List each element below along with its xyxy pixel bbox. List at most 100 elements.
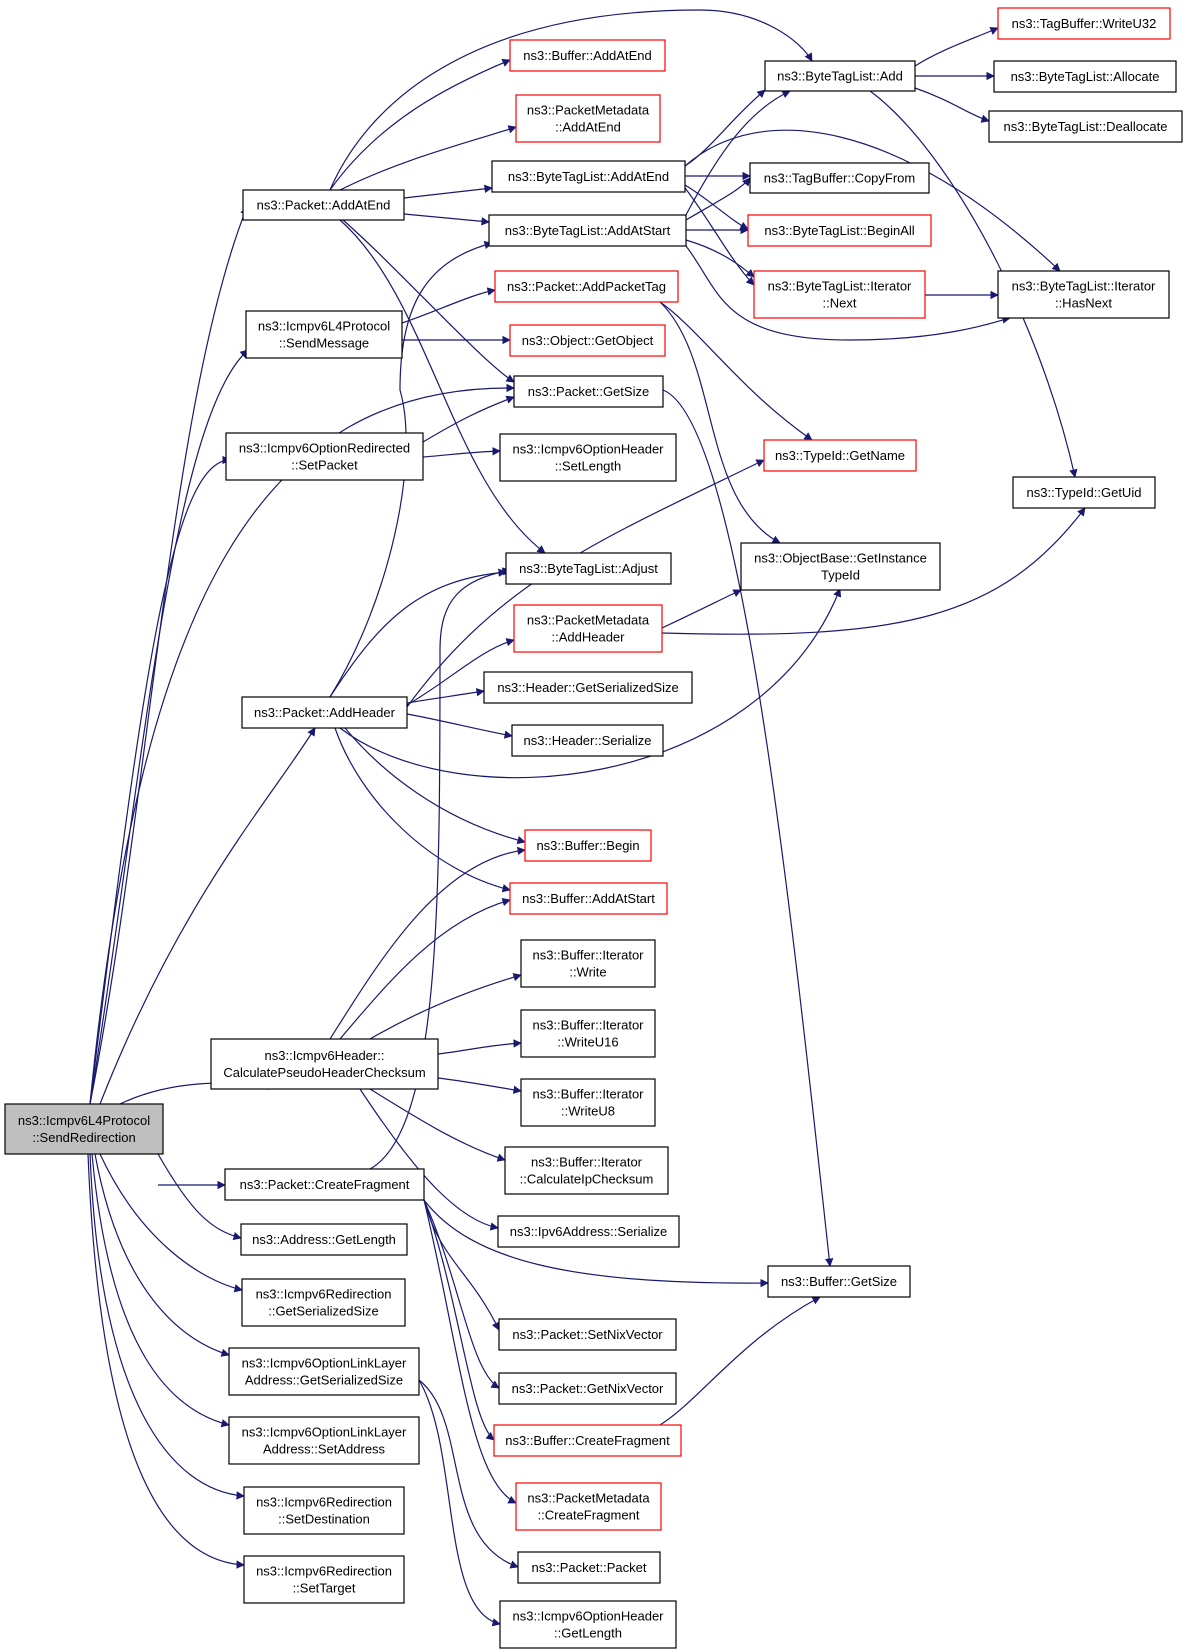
node-pkt_setnix[interactable]: ns3::Packet::SetNixVector — [498, 1318, 677, 1351]
node-buf_addatend[interactable]: ns3::Buffer::AddAtEnd — [509, 39, 666, 72]
node-pm_addatend[interactable]: ns3::PacketMetadata::AddAtEnd — [515, 94, 661, 143]
node-box — [499, 433, 677, 482]
node-redir_getserialized[interactable]: ns3::Icmpv6Redirection::GetSerializedSiz… — [241, 1278, 406, 1327]
node-root[interactable]: ns3::Icmpv6L4Protocol::SendRedirection — [4, 1103, 164, 1155]
node-box — [241, 1278, 406, 1327]
call-edge-to-optll_getserialized — [94, 1153, 230, 1357]
call-edge-to-pkt_getsize — [89, 383, 515, 1105]
node-bi_calcip[interactable]: ns3::Buffer::Iterator::CalculateIpChecks… — [504, 1146, 669, 1195]
node-label: ns3::Icmpv6OptionLinkLayer — [242, 1425, 407, 1440]
node-label: ns3::Packet::CreateFragment — [240, 1177, 410, 1192]
node-box — [520, 1009, 656, 1058]
call-edge-to-pkt_getsize — [422, 395, 515, 443]
node-tb_writeu32[interactable]: ns3::TagBuffer::WriteU32 — [997, 7, 1171, 40]
node-label: ::Next — [823, 296, 857, 311]
node-opthdr_setlength[interactable]: ns3::Icmpv6OptionHeader::SetLength — [499, 433, 677, 482]
node-pkt_addatend[interactable]: ns3::Packet::AddAtEnd — [242, 189, 405, 221]
node-obj_getobject[interactable]: ns3::Object::GetObject — [509, 324, 666, 357]
node-label: ns3::Packet::GetNixVector — [512, 1381, 664, 1396]
node-box — [764, 60, 916, 92]
node-pm_createfragment[interactable]: ns3::PacketMetadata::CreateFragment — [515, 1482, 662, 1531]
node-redir_setdest[interactable]: ns3::Icmpv6Redirection::SetDestination — [243, 1486, 405, 1535]
node-opthdr_getlength[interactable]: ns3::Icmpv6OptionHeader::GetLength — [499, 1600, 677, 1649]
node-hdr_calcpseudo[interactable]: ns3::Icmpv6Header::CalculatePseudoHeader… — [210, 1038, 439, 1090]
node-optll_getserialized[interactable]: ns3::Icmpv6OptionLinkLayerAddress::GetSe… — [228, 1347, 420, 1396]
node-btli_next[interactable]: ns3::ByteTagList::Iterator::Next — [753, 270, 926, 319]
node-label: ::SetPacket — [291, 458, 358, 473]
node-pm_addheader[interactable]: ns3::PacketMetadata::AddHeader — [513, 604, 663, 653]
node-pkt_getnix[interactable]: ns3::Packet::GetNixVector — [498, 1372, 677, 1405]
node-box — [491, 160, 686, 193]
node-btl_add[interactable]: ns3::ByteTagList::Add — [764, 60, 916, 92]
node-label: TypeId — [821, 568, 860, 583]
node-box — [997, 270, 1170, 319]
node-bi_writeu8[interactable]: ns3::Buffer::Iterator::WriteU8 — [520, 1078, 656, 1127]
node-box — [483, 671, 693, 704]
node-btl_deallocate[interactable]: ns3::ByteTagList::Deallocate — [988, 110, 1183, 143]
node-label: ns3::Buffer::Iterator — [531, 1155, 643, 1170]
node-box — [245, 310, 403, 359]
node-btl_addatend[interactable]: ns3::ByteTagList::AddAtEnd — [491, 160, 686, 193]
node-pkt_addpackettag[interactable]: ns3::Packet::AddPacketTag — [494, 270, 679, 303]
node-bi_writeu16[interactable]: ns3::Buffer::Iterator::WriteU16 — [520, 1009, 656, 1058]
call-edge-to-bi_writeu16 — [437, 1039, 522, 1055]
node-label: ns3::Buffer::Iterator — [532, 1087, 644, 1102]
node-label: ::SendMessage — [279, 336, 369, 351]
node-pkt_addheader[interactable]: ns3::Packet::AddHeader — [241, 696, 408, 729]
call-edge-to-tb_writeu32 — [914, 27, 999, 67]
node-box — [494, 270, 679, 303]
node-label: ns3::Buffer::AddAtEnd — [523, 48, 651, 63]
node-buf_begin[interactable]: ns3::Buffer::Begin — [524, 829, 652, 862]
node-pkt_packet[interactable]: ns3::Packet::Packet — [517, 1551, 661, 1584]
node-label: ns3::ByteTagList::Iterator — [1012, 279, 1156, 294]
call-edge-to-typeid_getuid — [661, 507, 1086, 635]
node-pkt_createfragment[interactable]: ns3::Packet::CreateFragment — [224, 1168, 425, 1201]
node-box — [243, 1486, 405, 1535]
node-l4_sendmessage[interactable]: ns3::Icmpv6L4Protocol::SendMessage — [245, 310, 403, 359]
node-btl_adjust[interactable]: ns3::ByteTagList::Adjust — [505, 552, 672, 585]
node-label: ns3::Packet::AddHeader — [254, 705, 396, 720]
call-edge-to-btl_add — [329, 9, 813, 191]
node-box — [499, 1600, 677, 1649]
node-label: ns3::Address::GetLength — [252, 1232, 396, 1247]
call-edge-to-opthdr_getlength — [418, 1379, 501, 1627]
node-optll_setaddress[interactable]: ns3::Icmpv6OptionLinkLayerAddress::SetAd… — [228, 1416, 420, 1465]
node-label: ::GetLength — [554, 1626, 622, 1641]
node-label: ns3::TypeId::GetName — [775, 448, 905, 463]
call-edge-to-pkt_getnix — [423, 1199, 500, 1389]
node-label: ns3::Icmpv6Header:: — [265, 1048, 385, 1063]
node-label: ::WriteU16 — [557, 1035, 618, 1050]
call-edge-to-buf_getsize — [659, 1296, 821, 1426]
node-hdr_serialize[interactable]: ns3::Header::Serialize — [511, 724, 664, 757]
node-buf_addatstart[interactable]: ns3::Buffer::AddAtStart — [509, 882, 668, 915]
node-optredir_setpacket[interactable]: ns3::Icmpv6OptionRedirected::SetPacket — [225, 432, 424, 481]
node-box — [224, 1168, 425, 1201]
node-bi_write[interactable]: ns3::Buffer::Iterator::Write — [520, 939, 656, 988]
node-hdr_getserialized[interactable]: ns3::Header::GetSerializedSize — [483, 671, 693, 704]
call-edge-to-pm_createfragment — [423, 1199, 517, 1504]
node-addr_getlength[interactable]: ns3::Address::GetLength — [240, 1223, 408, 1256]
node-buf_getsize[interactable]: ns3::Buffer::GetSize — [767, 1265, 911, 1298]
node-redir_settarget[interactable]: ns3::Icmpv6Redirection::SetTarget — [243, 1555, 405, 1604]
call-edge-to-buf_getsize — [662, 389, 834, 1267]
call-edge-to-btli_hasnext — [685, 245, 1011, 341]
node-btli_hasnext[interactable]: ns3::ByteTagList::Iterator::HasNext — [997, 270, 1170, 319]
call-edge-to-pm_addheader — [406, 638, 515, 706]
node-typeid_getuid[interactable]: ns3::TypeId::GetUid — [1012, 476, 1156, 509]
node-btl_beginall[interactable]: ns3::ByteTagList::BeginAll — [747, 214, 932, 247]
call-edge-to-pkt_packet — [418, 1379, 519, 1569]
node-pkt_getsize[interactable]: ns3::Packet::GetSize — [513, 375, 664, 408]
node-btl_addatstart[interactable]: ns3::ByteTagList::AddAtStart — [488, 214, 687, 247]
node-label: ns3::TypeId::GetUid — [1027, 485, 1142, 500]
node-tb_copyfrom[interactable]: ns3::TagBuffer::CopyFrom — [749, 162, 930, 194]
node-box — [763, 439, 917, 472]
node-typeid_getname[interactable]: ns3::TypeId::GetName — [763, 439, 917, 472]
node-ipv6_serialize[interactable]: ns3::Ipv6Address::Serialize — [497, 1215, 680, 1248]
node-label: ns3::ByteTagList::Iterator — [768, 279, 912, 294]
node-label: ns3::Ipv6Address::Serialize — [510, 1224, 668, 1239]
node-label: ns3::Icmpv6Redirection — [256, 1495, 392, 1510]
node-btl_allocate[interactable]: ns3::ByteTagList::Allocate — [993, 60, 1177, 93]
node-buf_createfragment[interactable]: ns3::Buffer::CreateFragment — [493, 1424, 682, 1457]
node-box — [228, 1416, 420, 1465]
